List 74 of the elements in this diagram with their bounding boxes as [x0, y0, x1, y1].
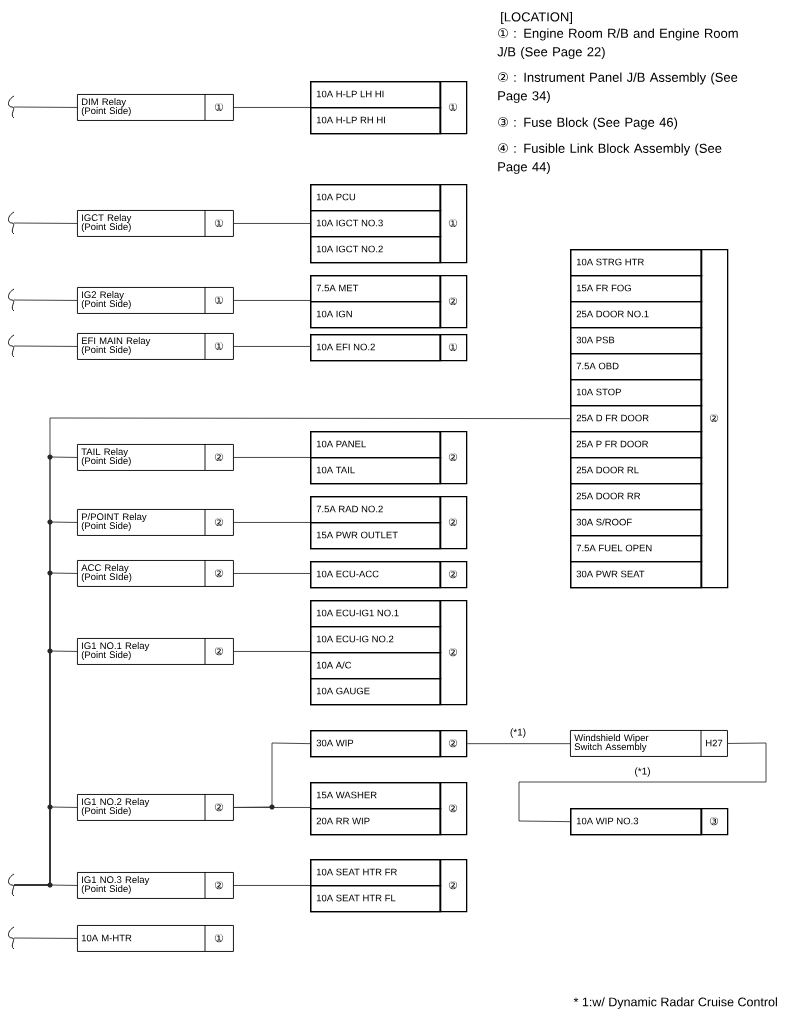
fuse-cell: 25A D FR DOOR [570, 405, 703, 433]
edge-label: (*1) [633, 766, 652, 778]
fuse-cell: 10A PCU [310, 184, 442, 212]
fuse-cell: 7.5A MET [310, 275, 442, 303]
component-box: P/POINT Relay (Point Side) ② [77, 508, 234, 536]
fuse-cell: 7.5A OBD [570, 353, 703, 381]
fuse-cell: 10A TAIL [310, 457, 442, 485]
component-box: IG1 NO.1 Relay (Point Side) ② [77, 637, 234, 665]
fuse-cell: 10A WIP NO.3 [570, 808, 703, 836]
component-box: IG1 NO.3 Relay (Point Side) ② [77, 871, 234, 899]
fuse-cell: 25A DOOR RR [570, 483, 703, 511]
wire [233, 223, 311, 224]
wire [233, 651, 311, 652]
component-box: ACC Relay (Point SIde) ② [77, 559, 234, 587]
fuse-cell: 10A SEAT HTR FL [310, 885, 442, 913]
fuse-cell: 25A DOOR NO.1 [570, 301, 703, 329]
fuse-cell: 10A STOP [570, 379, 703, 407]
wire [233, 457, 311, 458]
fuse-cell: 10A H-LP RH HI [310, 107, 442, 135]
component-box: IGCT Relay (Point Side) ① [77, 209, 234, 237]
fuse-cell: 10A IGCT NO.2 [310, 236, 442, 264]
wire [233, 300, 311, 301]
wire [13, 937, 78, 939]
fuse-cell: 15A FR FOG [570, 275, 703, 303]
fuse-cell: 10A H-LP LH HI [310, 81, 442, 109]
legend-entry: ① : Engine Room R/B and Engine Room J/B (See Page 22) [497, 28, 738, 59]
fuse-cell: 10A ECU-ACC [310, 561, 442, 589]
wire [233, 885, 311, 886]
fuse-cell: 30A WIP [310, 730, 442, 758]
fuse-cell: 30A PSB [570, 327, 703, 355]
edge-label: (*1) [508, 727, 528, 739]
component-box: Windshield Wiper Switch Assembly H27 [570, 729, 728, 757]
wire [13, 345, 78, 347]
component-box: TAIL Relay (Point Side) ② [77, 443, 234, 471]
wire [466, 743, 571, 745]
component-box: EFI MAIN Relay (Point Side) ① [77, 332, 234, 360]
wire [233, 107, 311, 108]
fuse-cell: 15A PWR OUTLET [310, 522, 442, 550]
fuse-cell: 10A SEAT HTR FR [310, 859, 442, 887]
wire [13, 884, 78, 886]
fuse-cell: 10A STRG HTR [570, 249, 703, 277]
legend-entry: ④ : Fusible Link Block Assembly (See Page 44) [498, 143, 722, 174]
fuse-cell: 30A S/ROOF [570, 509, 703, 537]
footnote: * 1:w/ Dynamic Radar Cruise Control [573, 997, 777, 1009]
wire [233, 522, 311, 523]
fuse-cell: 7.5A FUEL OPEN [570, 535, 703, 563]
wire [13, 222, 78, 224]
fuse-cell: 25A P FR DOOR [570, 431, 703, 459]
legend-entry: ② : Instrument Panel J/B Assembly (See Page 34) [498, 72, 738, 103]
component-box: DIM Relay (Point Side) ① [77, 93, 234, 121]
fuse-cell: 10A ECU-IG NO.2 [310, 626, 442, 654]
fuse-cell: 10A A/C [310, 652, 442, 680]
component-box: IG1 NO.2 Relay (Point Side) ② [77, 793, 234, 821]
legend-heading: [LOCATION] [501, 11, 572, 25]
fuse-cell: 20A RR WIP [310, 808, 442, 836]
fuse-cell: 10A IGN [310, 301, 442, 329]
wire [13, 106, 78, 108]
wire [518, 742, 767, 823]
fuse-cell: 10A EFI NO.2 [310, 334, 442, 362]
legend-entry: ③ : Fuse Block (See Page 46) [498, 117, 678, 130]
fuse-cell: 15A WASHER [310, 782, 442, 810]
fuse-cell: 7.5A RAD NO.2 [310, 496, 442, 524]
wire [233, 346, 311, 347]
wire [233, 573, 311, 574]
fuse-cell: 30A PWR SEAT [570, 561, 703, 589]
fuse-cell: 10A ECU-IG1 NO.1 [310, 600, 442, 628]
wire [233, 807, 311, 808]
fuse-cell: 10A PANEL [310, 431, 442, 459]
fuse-cell: 10A GAUGE [310, 678, 442, 706]
component-box: IG2 Relay (Point Side) ① [77, 286, 234, 314]
fuse-cell: 10A IGCT NO.3 [310, 210, 442, 238]
wire [13, 299, 78, 301]
fuse-cell: 25A DOOR RL [570, 457, 703, 485]
component-box: 10A M-HTR ① [77, 924, 234, 952]
